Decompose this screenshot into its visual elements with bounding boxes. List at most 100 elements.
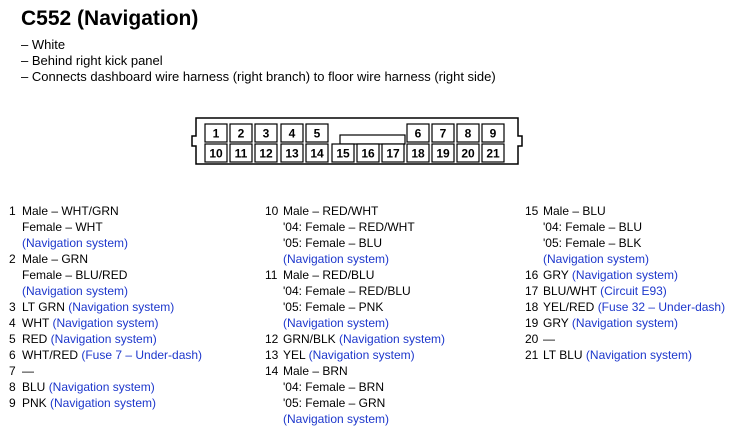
connector-pin-20: [456, 143, 480, 163]
pin-number: 12: [265, 332, 279, 346]
wire-color-text: '05: Female – GRN: [283, 396, 386, 410]
circuit-reference: (Fuse 7 – Under-dash): [81, 348, 203, 362]
wire-color-text: GRY: [543, 268, 572, 282]
connector-pin-5: [305, 123, 329, 143]
wire-color-text: —: [543, 332, 555, 346]
connector-pin-label-1: 1: [213, 127, 220, 141]
connector-pin-15: [331, 143, 355, 163]
connector-pin-label-20: 20: [461, 147, 475, 161]
connector-pin-14: [305, 143, 329, 163]
pin-number: 10: [265, 204, 279, 218]
pin-line: '05: Female – BLU: [283, 235, 445, 251]
pin-number: 5: [9, 332, 16, 346]
connector-pin-18: [406, 143, 430, 163]
description-line-color: – White: [21, 37, 66, 52]
page-title: C552 (Navigation): [21, 7, 199, 30]
connector-pin-label-17: 17: [386, 147, 400, 161]
circuit-reference: (Circuit E93): [600, 284, 667, 298]
pin-line: BLU/WHT (Circuit E93): [543, 283, 725, 299]
pin-number: 6: [9, 348, 16, 362]
wire-color-text: Female – WHT: [22, 220, 103, 234]
connector-pin-4: [280, 123, 304, 143]
pin-entry-6: 6 WHT/RED (Fuse 7 – Under-dash): [9, 347, 202, 363]
circuit-reference: (Navigation system): [308, 348, 415, 362]
connector-pin-11: [229, 143, 253, 163]
circuit-reference: (Fuse 32 – Under-dash): [597, 300, 726, 314]
pin-line: WHT/RED (Fuse 7 – Under-dash): [22, 347, 202, 363]
circuit-reference: (Navigation system): [571, 268, 678, 282]
pin-line: '04: Female – BLU: [543, 219, 725, 235]
connector-pin-1: [204, 123, 228, 143]
wire-color-text: Male – BRN: [283, 364, 348, 378]
pin-number: 8: [9, 380, 16, 394]
pin-line: Male – WHT/GRN: [22, 203, 202, 219]
connector-pin-label-10: 10: [209, 147, 223, 161]
pin-line: '05: Female – PNK: [283, 299, 445, 315]
pin-line: '05: Female – GRN: [283, 395, 445, 411]
pin-line: GRN/BLK (Navigation system): [283, 331, 445, 347]
connector-pin-label-5: 5: [314, 127, 321, 141]
connector-pin-17: [381, 143, 405, 163]
wire-color-text: LT GRN: [22, 300, 69, 314]
circuit-reference: (Navigation system): [68, 300, 175, 314]
wire-color-text: Female – BLU/RED: [22, 268, 128, 282]
connector-pin-16: [356, 143, 380, 163]
connector-pin-label-14: 14: [310, 147, 324, 161]
pin-line: '04: Female – BRN: [283, 379, 445, 395]
circuit-reference: (Navigation system): [50, 332, 157, 346]
connector-pin-21: [481, 143, 505, 163]
connector-pin-19: [431, 143, 455, 163]
pin-entry-8: 8 BLU (Navigation system): [9, 379, 202, 395]
wire-color-text: '05: Female – BLK: [543, 236, 642, 250]
wire-color-text: Male – GRN: [22, 252, 89, 266]
connector-pin-label-19: 19: [436, 147, 450, 161]
pin-line: PNK (Navigation system): [22, 395, 202, 411]
connector-pin-label-7: 7: [440, 127, 447, 141]
circuit-reference: (Navigation system): [22, 284, 129, 298]
description-line-connects: – Connects dashboard wire harness (right…: [21, 69, 496, 84]
pin-line: (Navigation system): [22, 235, 202, 251]
connector-pin-label-4: 4: [289, 127, 296, 141]
wire-color-text: Male – RED/BLU: [283, 268, 375, 282]
pin-line: Male – BRN: [283, 363, 445, 379]
wire-color-text: YEL/RED: [543, 300, 598, 314]
pin-line: WHT (Navigation system): [22, 315, 202, 331]
pin-line: Male – BLU: [543, 203, 725, 219]
wire-color-text: BLU/WHT: [543, 284, 601, 298]
connector-pin-label-9: 9: [490, 127, 497, 141]
pin-line: (Navigation system): [283, 411, 445, 427]
pin-line: Male – RED/WHT: [283, 203, 445, 219]
connector-pin-label-16: 16: [361, 147, 375, 161]
pin-line: RED (Navigation system): [22, 331, 202, 347]
pin-line: YEL (Navigation system): [283, 347, 445, 363]
pin-line: BLU (Navigation system): [22, 379, 202, 395]
wire-color-text: RED: [22, 332, 51, 346]
pin-line: LT BLU (Navigation system): [543, 347, 725, 363]
pin-line: Male – GRN: [22, 251, 202, 267]
wire-color-text: GRN/BLK: [283, 332, 340, 346]
circuit-reference: (Navigation system): [543, 252, 650, 266]
wire-color-text: '04: Female – BLU: [543, 220, 643, 234]
pin-line: '05: Female – BLK: [543, 235, 725, 251]
wire-color-text: Male – WHT/GRN: [22, 204, 119, 218]
circuit-reference: (Navigation system): [283, 252, 390, 266]
pin-entry-7: 7—: [9, 363, 202, 379]
circuit-reference: (Navigation system): [52, 316, 159, 330]
connector-pin-label-6: 6: [415, 127, 422, 141]
pin-line: YEL/RED (Fuse 32 – Under-dash): [543, 299, 725, 315]
pin-number: 21: [525, 348, 539, 362]
connector-pin-label-8: 8: [465, 127, 472, 141]
connector-pin-label-13: 13: [285, 147, 299, 161]
pin-entry-5: 5 RED (Navigation system): [9, 331, 202, 347]
